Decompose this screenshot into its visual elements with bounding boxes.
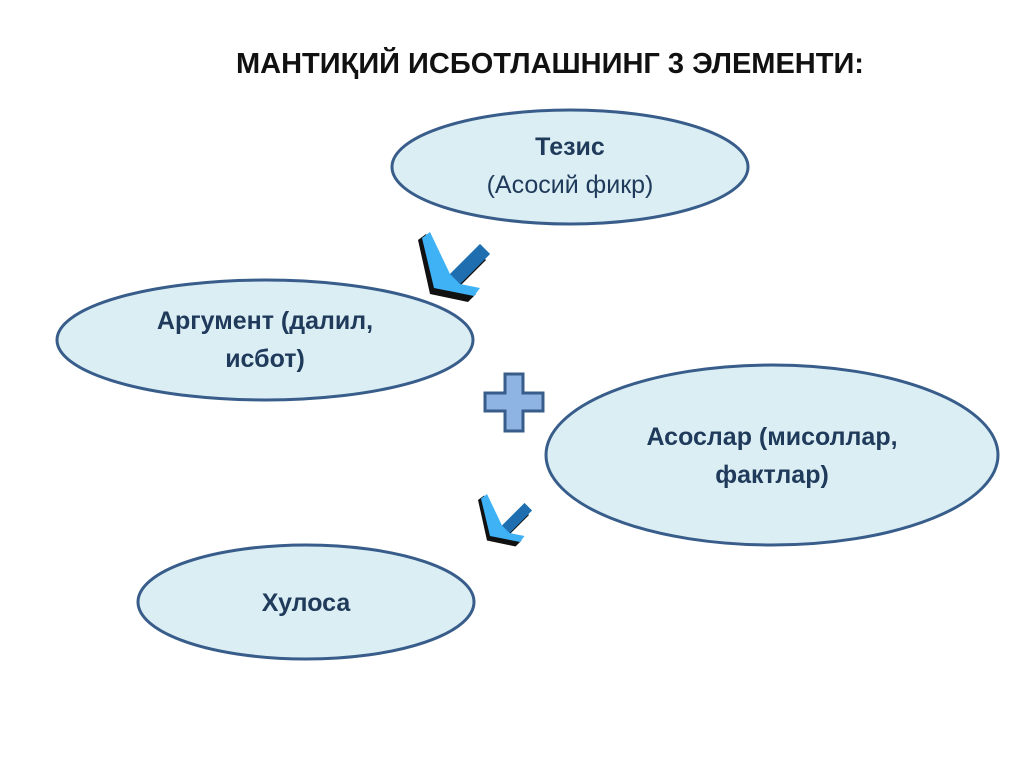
grounds-ellipse: [544, 363, 1000, 547]
argument-line1: Аргумент (далил,: [156, 307, 374, 335]
thesis-ellipse: [390, 108, 750, 226]
argument-line2: исбот): [225, 345, 305, 373]
argument-label: Аргумент (далил, исбот): [57, 302, 473, 378]
thesis-subtitle: (Асосий фикр): [486, 171, 654, 199]
conclusion-label: Хулоса: [138, 584, 474, 622]
thesis-title: Тезис: [535, 133, 605, 161]
arrow-down-left-icon: [478, 494, 532, 547]
grounds-line2: фактлар): [715, 461, 829, 489]
plus-icon: [483, 372, 545, 433]
grounds-label: Асослар (мисоллар, фактлар): [546, 418, 998, 494]
slide-title: МАНТИҚИЙ ИСБОТЛАШНИНГ 3 ЭЛЕМЕНТИ:: [236, 48, 864, 80]
thesis-label: Тезис (Асосий фикр): [392, 128, 748, 204]
conclusion-title: Хулоса: [261, 589, 351, 617]
arrow-down-left-icon: [418, 232, 490, 302]
conclusion-ellipse: [136, 543, 476, 661]
grounds-line1: Асослар (мисоллар,: [646, 423, 898, 451]
argument-ellipse: [55, 278, 475, 402]
